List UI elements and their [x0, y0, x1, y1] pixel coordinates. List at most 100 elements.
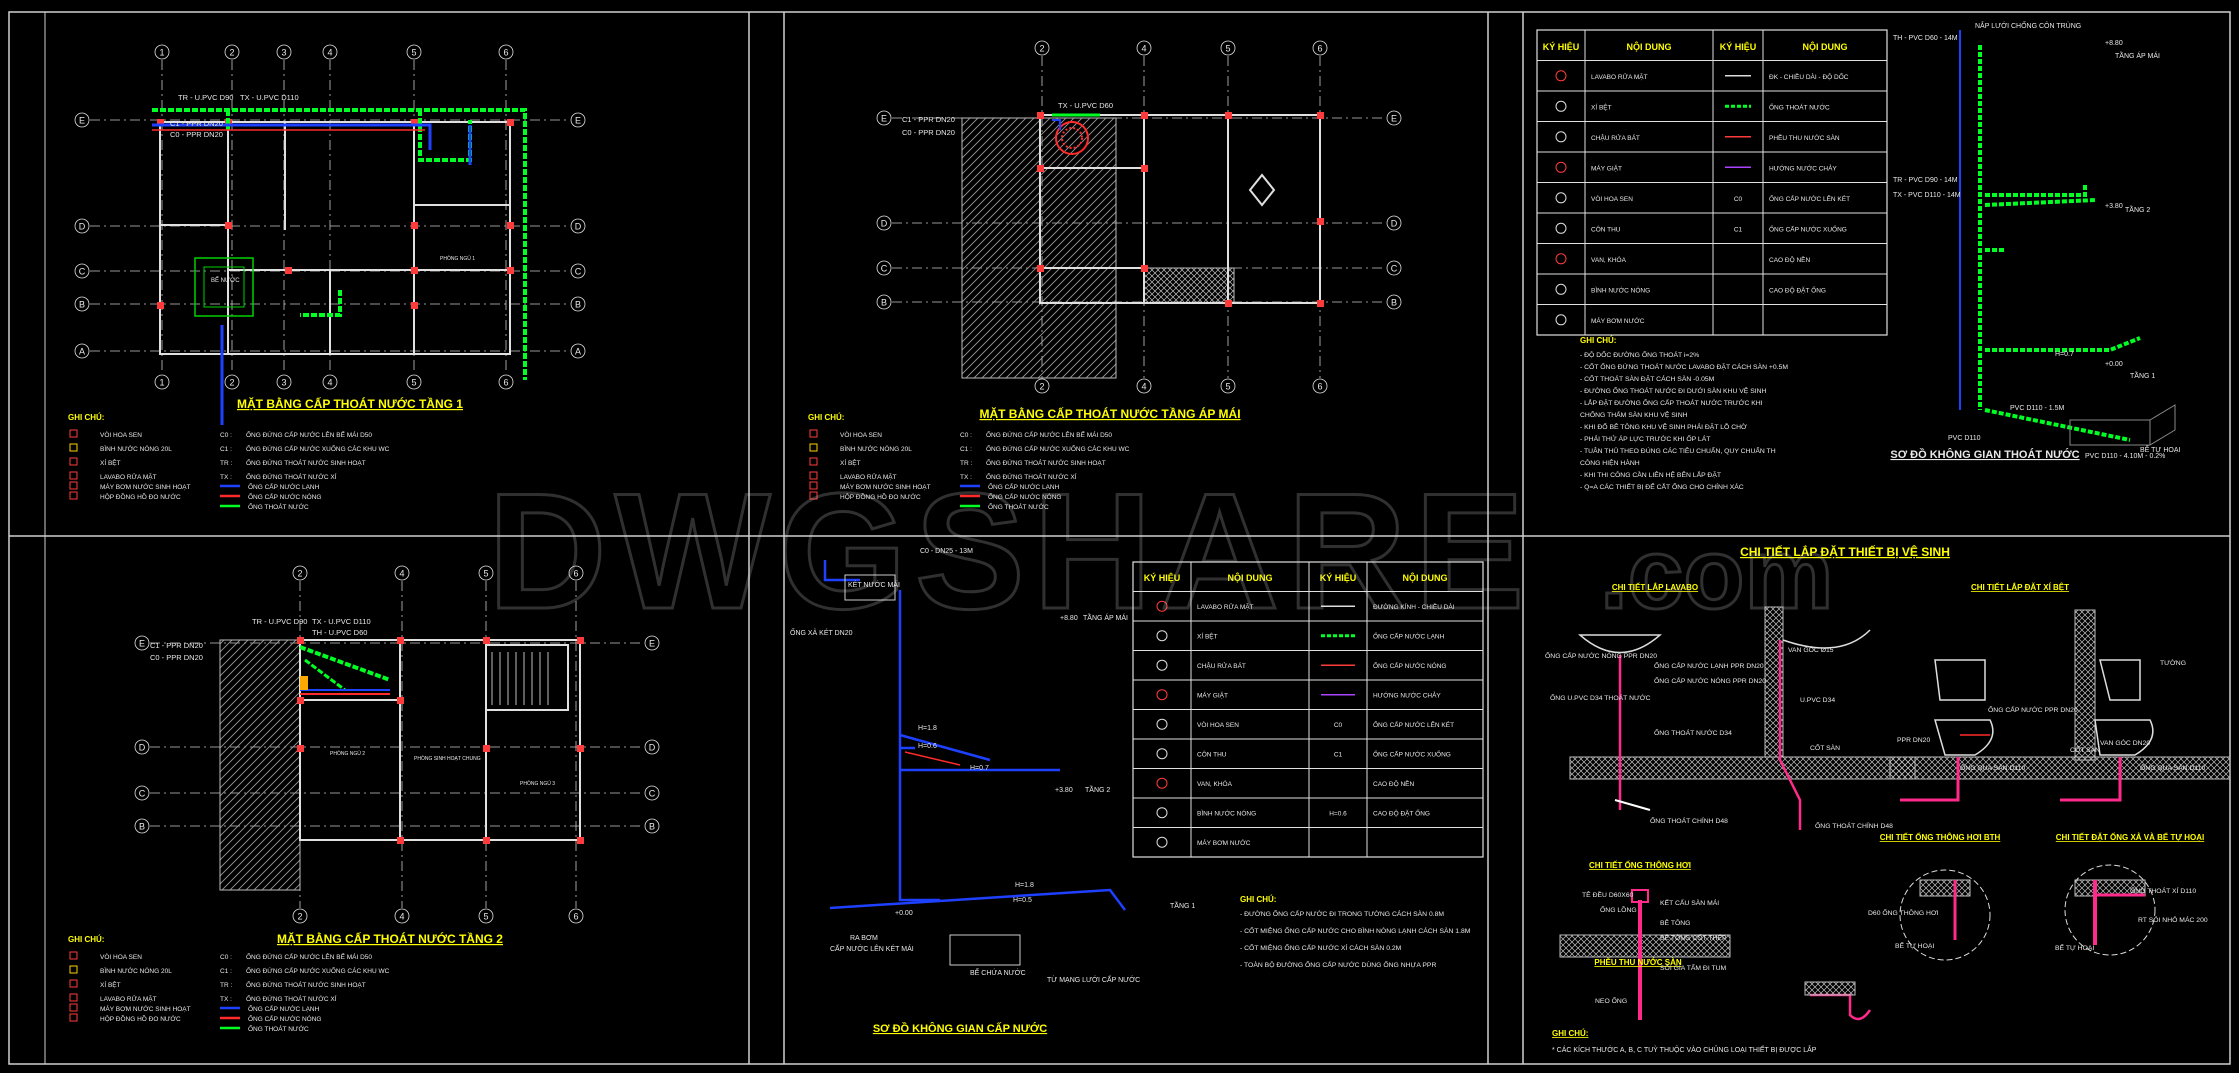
iso-label: H=1.8 [1015, 882, 1034, 889]
stairs [491, 652, 549, 705]
label-c1: C1 - PPR DN20 [150, 641, 203, 650]
watermark-main: DWGSHARE [488, 459, 1533, 643]
wc-drawing [1889, 609, 2231, 802]
detail-label: ỐNG CẤP NƯỚC NÓNG PPR DN20 [1654, 675, 1766, 685]
legend-title: GHI CHÚ: [68, 935, 104, 944]
legend-symbol-icon [69, 965, 78, 974]
axis-bubble [570, 343, 586, 359]
detail-label: ỐNG U.PVC D34 THOÁT NƯỚC [1550, 692, 1651, 702]
axis-label: D [139, 743, 146, 753]
detail-label: TÊ ĐỀU D60X60 [1582, 889, 1634, 899]
legend-item: MÁY BƠM NƯỚC SINH HOẠT [840, 482, 931, 491]
axis-label: B [1391, 298, 1397, 308]
axis-bubble [74, 112, 90, 128]
axis-label: C [1391, 264, 1398, 274]
label-tx: TX - U.PVC D110 [312, 617, 371, 626]
axis-bubble [276, 44, 292, 60]
fixture-icon [1156, 689, 1168, 701]
axis-label: 4 [1141, 382, 1146, 392]
detail-label: ỐNG QUA SÀN D110 [1960, 762, 2025, 772]
axis-bubble [644, 635, 660, 651]
iso-label: TẦNG 1 [1170, 900, 1195, 910]
legend-item: BÌNH NƯỚC NÓNG 20L [840, 444, 912, 453]
axis-bubble [876, 215, 892, 231]
detail-label: ỐNG THOÁT XÍ D110 [2130, 885, 2196, 895]
axis-label: A [575, 347, 581, 357]
detail-notes-title: GHI CHÚ: [1552, 1029, 1588, 1038]
iso-label: TR - PVC D90 - 14M [1893, 177, 1958, 184]
legend-title: GHI CHÚ: [68, 413, 104, 422]
floor-drain-detail [1804, 981, 1872, 1021]
notes-title: GHI CHÚ: [1580, 336, 1616, 345]
table-code: C1 [1734, 226, 1743, 233]
legend-symbol-icon [809, 471, 818, 480]
fixture-icon [1555, 253, 1567, 265]
wc-title: CHI TIẾT LẮP ĐẶT XÍ BỆT [1971, 582, 2069, 592]
iso-label: C0 - DN25 - 13M [920, 548, 973, 555]
detail-label: CỐT SÀN [2070, 744, 2100, 754]
axis-label: 6 [1317, 44, 1322, 54]
table-cell: CÔN THU [1197, 750, 1227, 759]
legend-item: ỐNG ĐỨNG THOÁT NƯỚC XÍ [246, 471, 337, 481]
iso-label: TẦNG 1 [2130, 370, 2155, 380]
note-line: - CỐT MIỆNG ỐNG CẤP NƯỚC XÍ CÁCH SÀN 0.2… [1240, 942, 1402, 952]
axis-label: B [649, 822, 655, 832]
axis-bubble [292, 908, 308, 924]
fixture-icon [1156, 600, 1168, 612]
detail-label: RT SỎI NHỎ MÁC 200 [2138, 915, 2208, 924]
pipe-labels: TR - U.PVC D90 TX - U.PVC D110 TH - U.PV… [150, 617, 555, 787]
sanitary-install-details: CHI TIẾT LẮP ĐẶT THIẾT BỊ VỆ SINH CHI TI… [1545, 544, 2231, 1054]
note-line: - TUÂN THỦ THEO ĐÚNG CÁC TIÊU CHUẨN, QUY… [1580, 446, 1776, 455]
detail-label: ỐNG THOÁT CHÍNH D48 [1650, 815, 1728, 825]
table-cell: XÍ BỆT [1591, 102, 1612, 111]
axis-bubble [134, 818, 150, 834]
axis-label: D [79, 222, 86, 232]
detail-label: KẾT CẤU SÀN MÁI [1660, 897, 1719, 907]
axis-label: 6 [573, 569, 578, 579]
note-line: - PHẢI THỬ ÁP LỰC TRƯỚC KHI ỐP LÁT [1580, 433, 1710, 443]
axis-bubble [1386, 110, 1402, 126]
legend-item: LAVABO RỬA MẶT [100, 472, 157, 481]
detail-label: TƯỜNG [2160, 658, 2186, 667]
legend-symbol-icon [69, 1013, 78, 1022]
walls [159, 121, 511, 355]
pipe-labels: TX - U.PVC D60 C1 - PPR DN20 C0 - PPR DN… [902, 101, 1113, 137]
iso-label: H=0.7 [2055, 351, 2074, 358]
axis-bubble [644, 785, 660, 801]
detail-label: ỐNG CẤP NƯỚC LẠNH PPR DN20 [1654, 660, 1764, 670]
legend-code: TX : [220, 474, 232, 481]
table-cell: ỐNG CẤP NƯỚC NÓNG [1373, 660, 1446, 670]
axis-label: 6 [573, 912, 578, 922]
axis-bubble [876, 294, 892, 310]
legend-item: HỘP ĐỒNG HỒ ĐO NƯỚC [100, 491, 181, 501]
label-c1: C1 - PPR DN20 [902, 115, 955, 124]
vent-title: CHI TIẾT ỐNG THÔNG HƠI [1589, 860, 1691, 870]
note-line: - Q=A CÁC THIẾT BỊ ĐỂ CẮT ỐNG CHO CHÍNH … [1580, 481, 1744, 491]
axis-bubble [322, 374, 338, 390]
legend-symbol-icon [69, 951, 78, 960]
table-cell: ĐƯỜNG KÍNH - CHIỀU DÀI [1373, 601, 1455, 611]
detail-label: ỐNG THOÁT CHÍNH D48 [1815, 820, 1893, 830]
axis-bubble [134, 635, 150, 651]
fixture-icon [1156, 659, 1168, 671]
axis-bubble [568, 565, 584, 581]
iso-label: KÉT NƯỚC MÁI [848, 580, 900, 589]
detail-label: ỐNG CẤP NƯỚC NÓNG PPR DN20 [1545, 650, 1657, 660]
table-cell: HƯỚNG NƯỚC CHẢY [1373, 691, 1441, 700]
axis-label: 5 [483, 912, 488, 922]
axis-bubble [478, 908, 494, 924]
fixture-icon [1156, 836, 1168, 848]
wc-tank-title: CHI TIẾT ĐẶT ỐNG XẢ VÀ BỂ TỰ HOẠI [2056, 832, 2204, 842]
legend-symbol-icon [69, 481, 78, 490]
detail-title: CHI TIẾT LẮP ĐẶT THIẾT BỊ VỆ SINH [1740, 544, 1950, 559]
legend-item: MÁY BƠM NƯỚC SINH HOẠT [100, 482, 191, 491]
iso-label: +3.80 [2105, 203, 2123, 210]
axis-label: 1 [159, 48, 164, 58]
axis-bubble [568, 908, 584, 924]
legend-item: XÍ BỆT [100, 458, 121, 467]
detail-label: BÊ TÔNG [1660, 918, 1690, 927]
